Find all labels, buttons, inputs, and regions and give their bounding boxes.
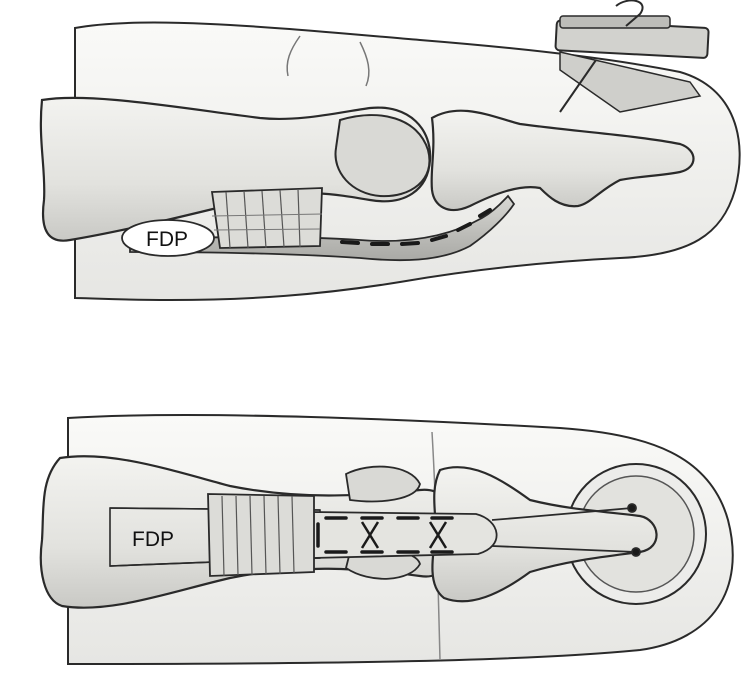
fdp-label-bottom: FDP [132,528,174,551]
condyle-top [334,114,431,198]
condyle-bottom [345,465,421,503]
pulley-bottom [207,493,315,577]
suture-top [340,208,492,246]
pull-out-sutures [491,503,641,557]
bottom-panel: FDP [39,414,734,666]
fdp-label-bubble-top [121,219,215,257]
skin-crease [286,35,301,77]
pull-out-button [554,0,710,113]
skin-crease [359,41,370,87]
middle-phalanx-top [39,96,432,242]
pulley-top [210,187,323,249]
distal-phalanx-top [430,109,695,212]
suture-crosses [360,521,448,549]
suture-bottom [316,516,454,554]
tendon-stump [311,511,498,559]
fdp-label-top: FDP [146,228,188,251]
top-panel: FDP [39,0,741,302]
